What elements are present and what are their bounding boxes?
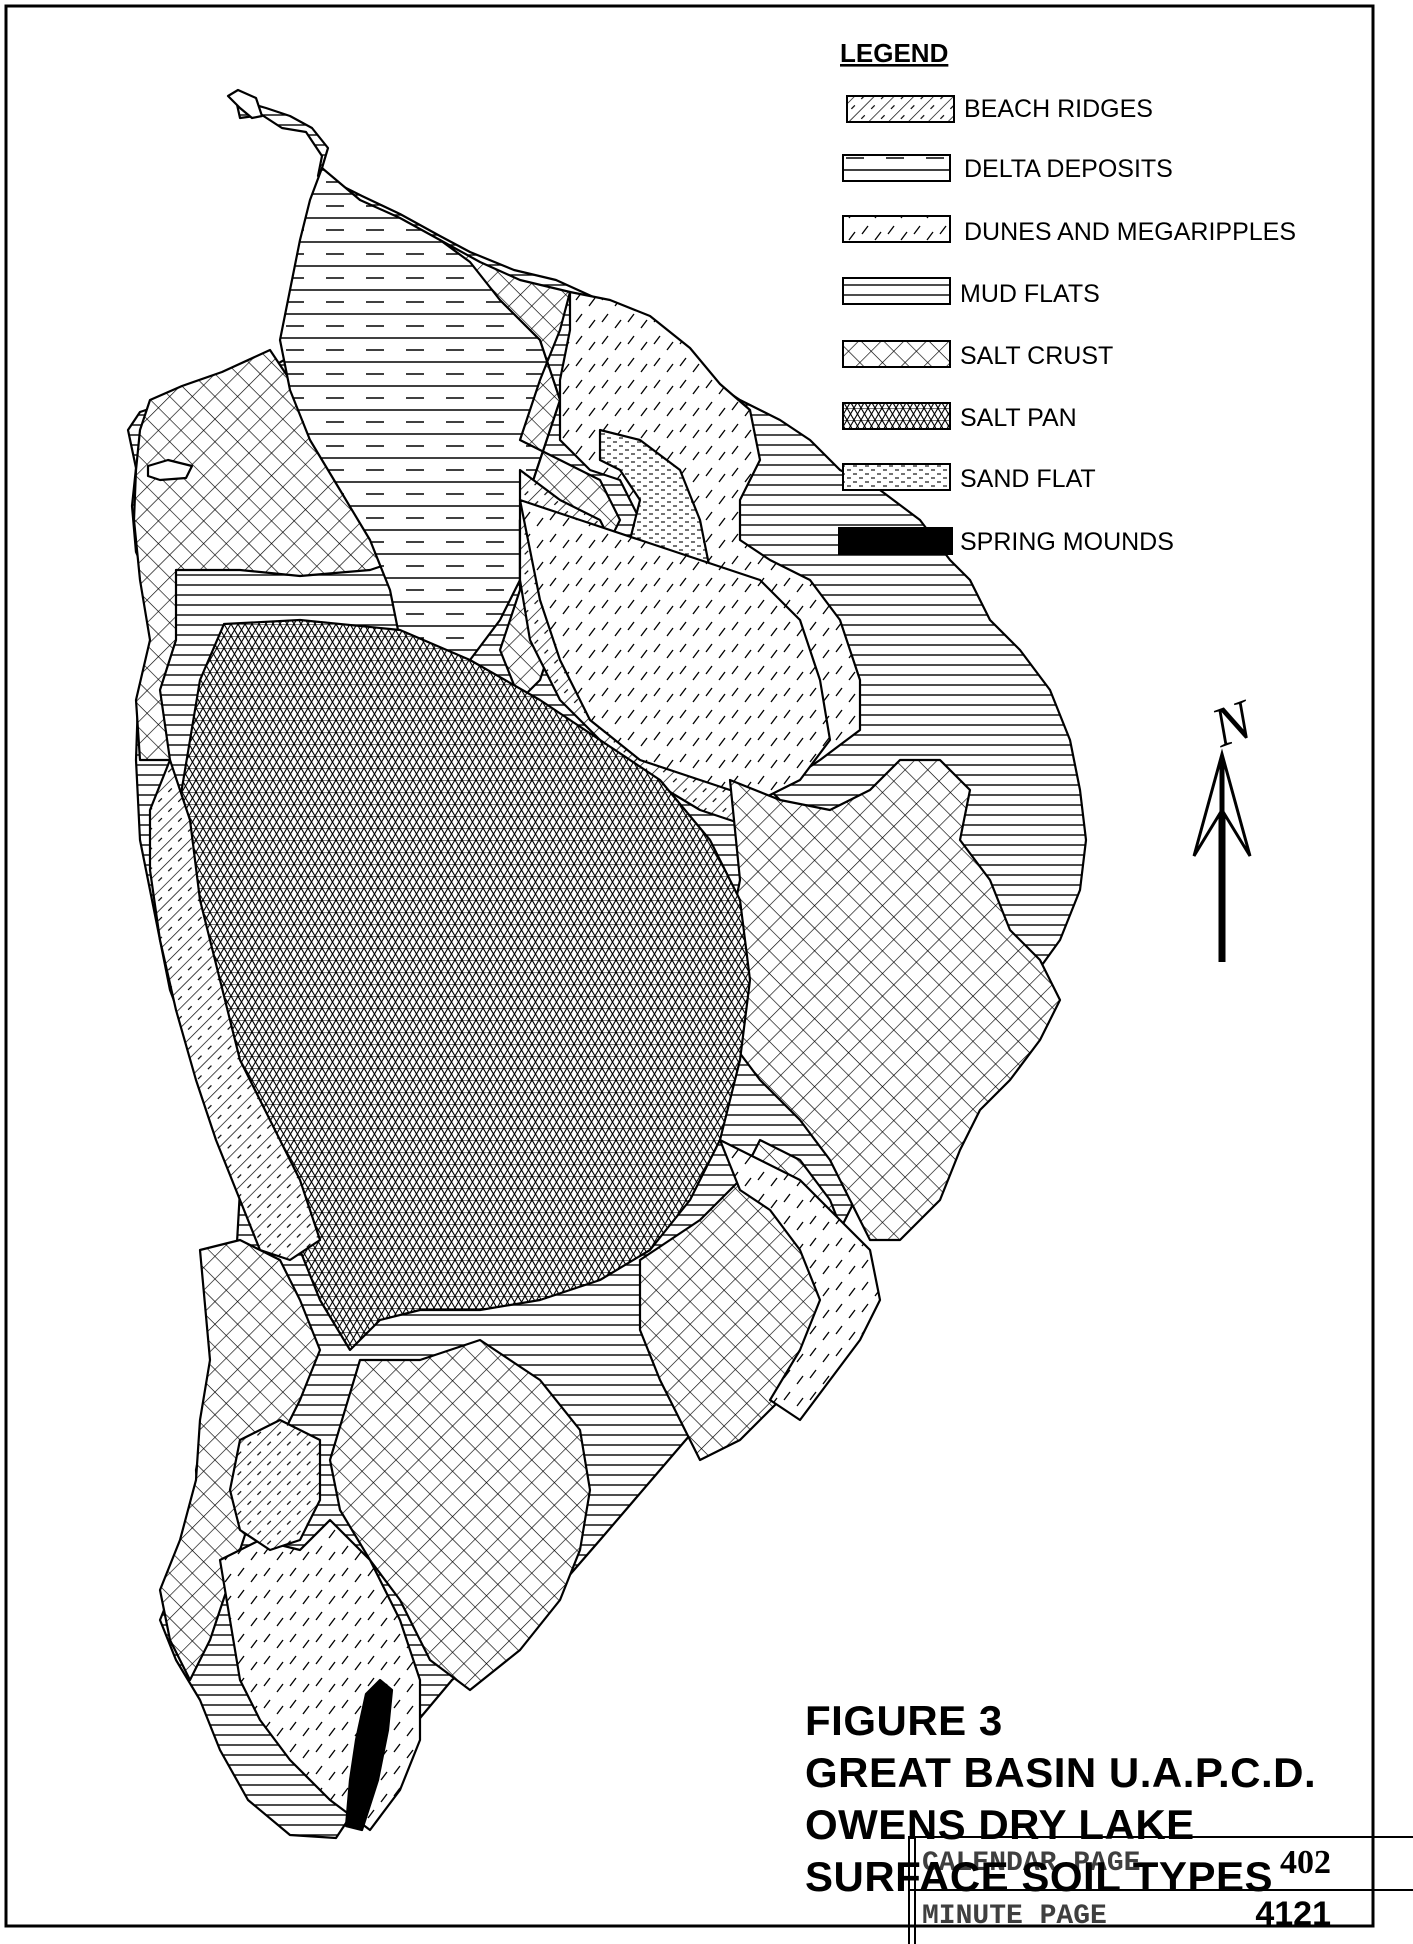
region-salt-crust-nw xyxy=(132,348,402,762)
page-frame xyxy=(4,4,1375,1928)
legend-label: SAND FLAT xyxy=(960,465,1096,493)
legend-item-sand-flat: SAND FLAT xyxy=(842,463,1096,493)
legend: LEGEND BEACH RIDGES DELTA DEPOSITS DUNES… xyxy=(838,38,1296,556)
legend-label: DUNES AND MEGARIPPLES xyxy=(964,218,1296,246)
legend-item-delta-deposits: DELTA DEPOSITS xyxy=(842,154,1173,183)
region-lagoon xyxy=(146,458,194,482)
legend-label: BEACH RIDGES xyxy=(964,95,1153,123)
inlet-channel xyxy=(226,88,264,120)
legend-title: LEGEND xyxy=(840,38,948,68)
stamp-calendar-value: 402 xyxy=(1280,1844,1331,1881)
north-arrow: N xyxy=(1192,688,1263,962)
stamp-calendar-label: CALENDAR PAGE xyxy=(922,1848,1141,1879)
stamp-minute-value: 4121 xyxy=(1255,1895,1331,1933)
caption-line-1: FIGURE 3 xyxy=(805,1697,1003,1744)
region-beach-ridges-sw xyxy=(228,1418,322,1552)
caption-line-4: SURFACE SOIL TYPES xyxy=(805,1853,1273,1900)
stamp-minute-label: MINUTE PAGE xyxy=(922,1901,1107,1932)
region-salt-crust-e xyxy=(718,758,1062,1242)
region-salt-crust-s xyxy=(328,1338,592,1692)
figure-caption: FIGURE 3 GREAT BASIN U.A.P.C.D. OWENS DR… xyxy=(805,1695,1316,1903)
region-spring-mounds xyxy=(344,1678,394,1832)
caption-line-2: GREAT BASIN U.A.P.C.D. xyxy=(805,1749,1317,1796)
legend-item-dunes: DUNES AND MEGARIPPLES xyxy=(842,215,1296,246)
legend-label: DELTA DEPOSITS xyxy=(964,155,1173,183)
region-dunes-c xyxy=(518,498,832,802)
legend-item-mud-flats: MUD FLATS xyxy=(842,277,1100,308)
caption-line-3: OWENS DRY LAKE xyxy=(805,1801,1195,1848)
legend-label: MUD FLATS xyxy=(960,280,1100,308)
stamp-minute-row: MINUTE PAGE 4121 xyxy=(908,1889,1413,1943)
north-arrow-label: N xyxy=(1203,688,1263,760)
stamp-calendar-row: CALENDAR PAGE 402 xyxy=(908,1836,1413,1890)
region-dunes-se xyxy=(718,1138,882,1422)
legend-label: SALT CRUST xyxy=(960,342,1113,370)
legend-item-spring-mounds: SPRING MOUNDS xyxy=(838,527,1174,556)
legend-item-salt-pan: SALT PAN xyxy=(842,402,1077,432)
legend-item-salt-crust: SALT CRUST xyxy=(842,340,1113,370)
region-beach-ridges-w xyxy=(148,758,322,1262)
legend-item-beach-ridges: BEACH RIDGES xyxy=(846,95,1153,123)
legend-label: SALT PAN xyxy=(960,404,1077,432)
page-stamp: CALENDAR PAGE 402 MINUTE PAGE 4121 xyxy=(908,1836,1413,1944)
legend-label: SPRING MOUNDS xyxy=(960,528,1174,556)
